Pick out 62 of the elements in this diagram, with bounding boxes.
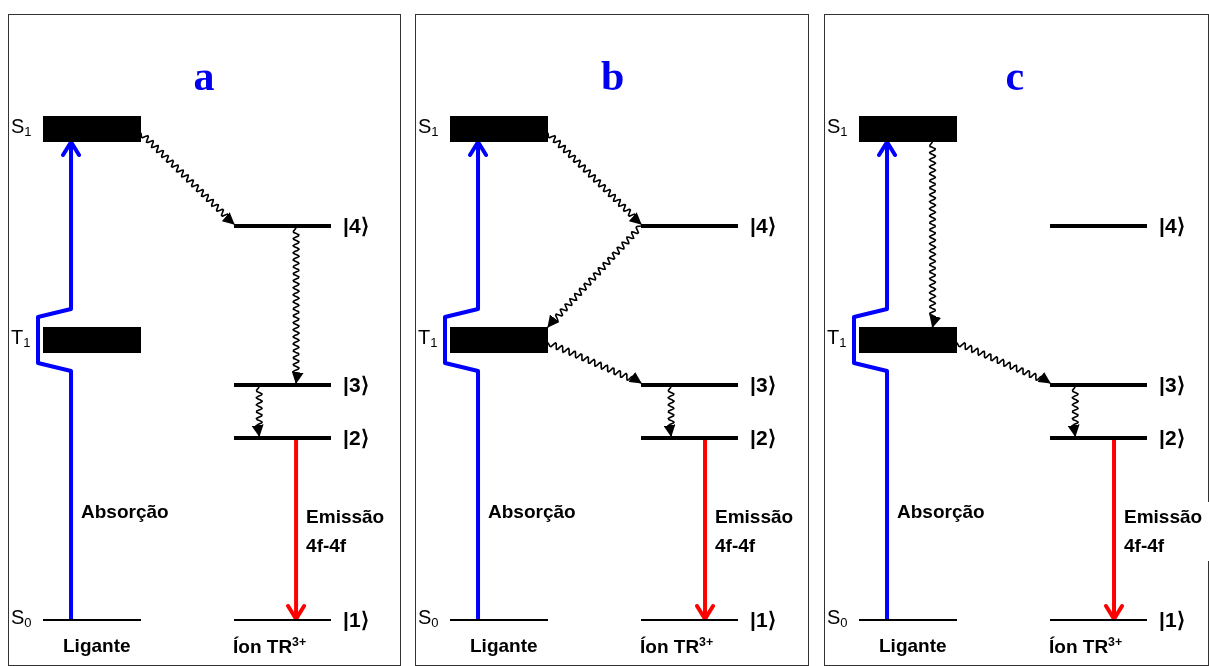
wavy-arrow [928,141,942,328]
transition-arrow [695,440,715,621]
transition-arrow [286,440,307,621]
energy-level-line [641,619,738,621]
wavy-arrow [1067,386,1080,437]
energy-level-line [43,619,141,621]
level-label: T$_{1}$ [418,327,438,350]
level-label: S$_{0}$ [11,607,32,630]
panel-letter: a [193,55,215,97]
transition-arrow [36,140,82,619]
level-label: |2⟩ [1159,427,1185,448]
energy-level-line [859,619,957,621]
wavy-arrow [956,341,1051,384]
panel-frame [415,14,809,666]
column-label: Íon TR$^{3+}$ [640,636,714,656]
column-label: Ligante [879,636,947,655]
panel-letter: b [601,55,625,97]
level-label: |3⟩ [750,374,776,395]
level-label: |4⟩ [750,215,776,236]
wavy-arrow [547,341,642,384]
wavy-arrow [140,132,235,225]
level-label: |4⟩ [1159,215,1185,236]
energy-level-band [43,327,141,353]
energy-level-band [450,116,548,142]
transition-arrow [443,140,489,619]
level-label: T$_{1}$ [827,327,847,350]
column-label: Íon TR$^{3+}$ [233,636,307,656]
energy-level-line [234,619,331,621]
level-label: |2⟩ [343,427,369,448]
transition-arrow [1104,440,1124,621]
wavy-arrow [251,386,264,437]
wavy-arrow [547,225,642,328]
level-label: |4⟩ [343,215,369,236]
energy-level-band [859,327,957,353]
level-label: S$_{0}$ [827,607,848,630]
energy-level-line [1050,619,1147,621]
level-label: |3⟩ [1159,374,1185,395]
level-label: S$_{1}$ [11,116,32,139]
transition-arrow [852,140,898,619]
panel-frame [824,14,1209,666]
level-label: |1⟩ [750,609,776,630]
wavy-arrow [663,386,676,437]
energy-level-band [43,116,141,142]
level-label: S$_{0}$ [418,607,439,630]
column-label: Ligante [63,636,131,655]
level-label: S$_{1}$ [418,116,439,139]
energy-level-band [450,327,548,353]
level-label: T$_{1}$ [11,327,31,350]
wavy-arrow [547,132,642,225]
energy-level-band [859,116,957,142]
panel-frame [8,14,401,666]
level-label: |2⟩ [750,427,776,448]
edge-label: Emissão 4f-4f [1123,502,1209,561]
level-label: |1⟩ [343,609,369,630]
level-label: S$_{1}$ [827,116,848,139]
level-label: |3⟩ [343,374,369,395]
energy-level-line [450,619,548,621]
wavy-arrow [291,227,304,384]
level-label: |1⟩ [1159,609,1185,630]
panel-letter: c [1005,55,1025,97]
column-label: Íon TR$^{3+}$ [1049,636,1123,656]
column-label: Ligante [470,636,538,655]
